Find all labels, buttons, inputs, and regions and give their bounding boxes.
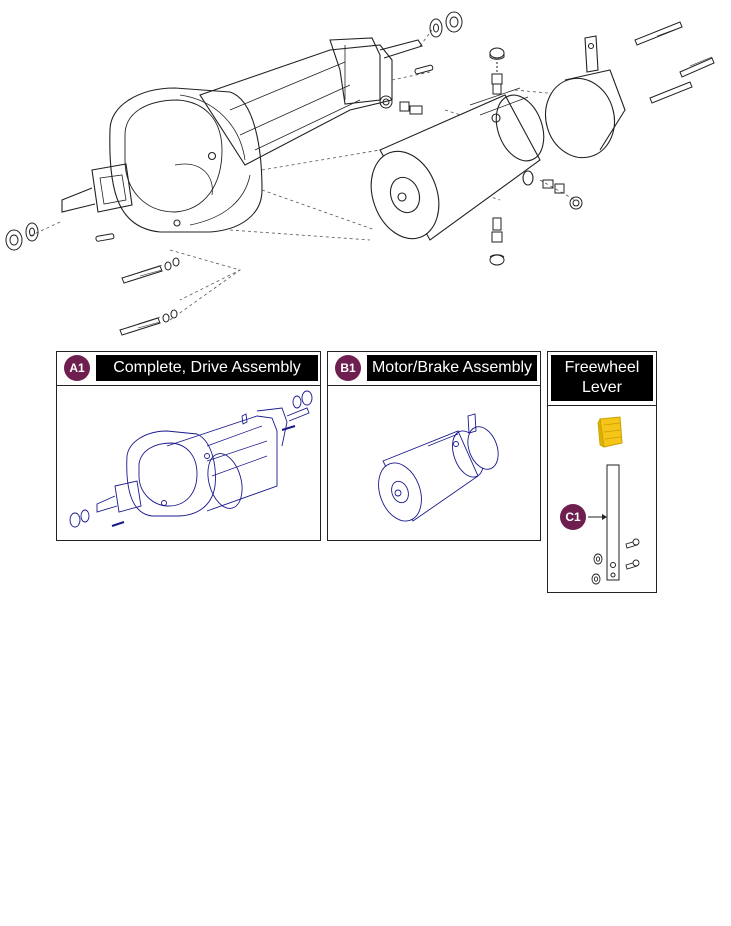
freewheel-title-line2: Lever xyxy=(581,379,623,396)
key-lower xyxy=(95,233,115,242)
key-upper xyxy=(414,64,434,75)
nut-right xyxy=(445,11,463,33)
bolt-3 xyxy=(634,21,683,46)
badge-c1: C1 xyxy=(560,504,586,530)
bolt-1 xyxy=(121,257,180,284)
panel-complete-drive-assembly[interactable]: A1 Complete, Drive Assembly xyxy=(56,351,321,541)
brush-cap-top xyxy=(489,47,505,95)
washer-left xyxy=(25,222,39,242)
panel-b1-header: B1 Motor/Brake Assembly xyxy=(328,352,540,386)
freewheel-title-line1: Freewheel xyxy=(564,359,640,376)
freewheel-lever-drawing xyxy=(588,416,640,585)
brush-side-right xyxy=(542,179,583,210)
panel-freewheel-lever[interactable]: Freewheel Lever C1 xyxy=(547,351,657,593)
panel-motor-brake-assembly[interactable]: B1 Motor/Brake Assembly xyxy=(327,351,541,541)
exploded-drive-assembly-diagram xyxy=(5,11,715,336)
axle-shaft-left xyxy=(61,187,96,213)
badge-a1: A1 xyxy=(64,355,90,381)
drive-assembly-thumbnail xyxy=(69,390,313,528)
freewheel-title: Freewheel Lever xyxy=(551,355,653,401)
bolt-5 xyxy=(649,81,693,104)
lever-screws xyxy=(591,538,640,585)
washer-right xyxy=(429,18,443,38)
lever-knob-icon xyxy=(597,416,623,448)
hub-block xyxy=(91,163,133,213)
brush-cap-bottom xyxy=(489,217,505,266)
axle-shaft-right xyxy=(379,39,423,59)
axle-tube xyxy=(199,44,393,166)
motor-cylinder xyxy=(370,87,545,241)
bolt-4 xyxy=(679,56,715,78)
brush-side-left xyxy=(379,95,423,115)
panel-b1-title: Motor/Brake Assembly xyxy=(367,355,537,381)
brake-cap xyxy=(545,35,626,159)
badge-b1: B1 xyxy=(335,355,361,381)
panel-a1-header: A1 Complete, Drive Assembly xyxy=(57,352,320,386)
panel-a1-title: Complete, Drive Assembly xyxy=(96,355,318,381)
bolt-2 xyxy=(119,309,178,336)
nut-left xyxy=(5,229,23,251)
lever-bar xyxy=(606,464,620,581)
motor-brake-thumbnail xyxy=(378,413,499,522)
